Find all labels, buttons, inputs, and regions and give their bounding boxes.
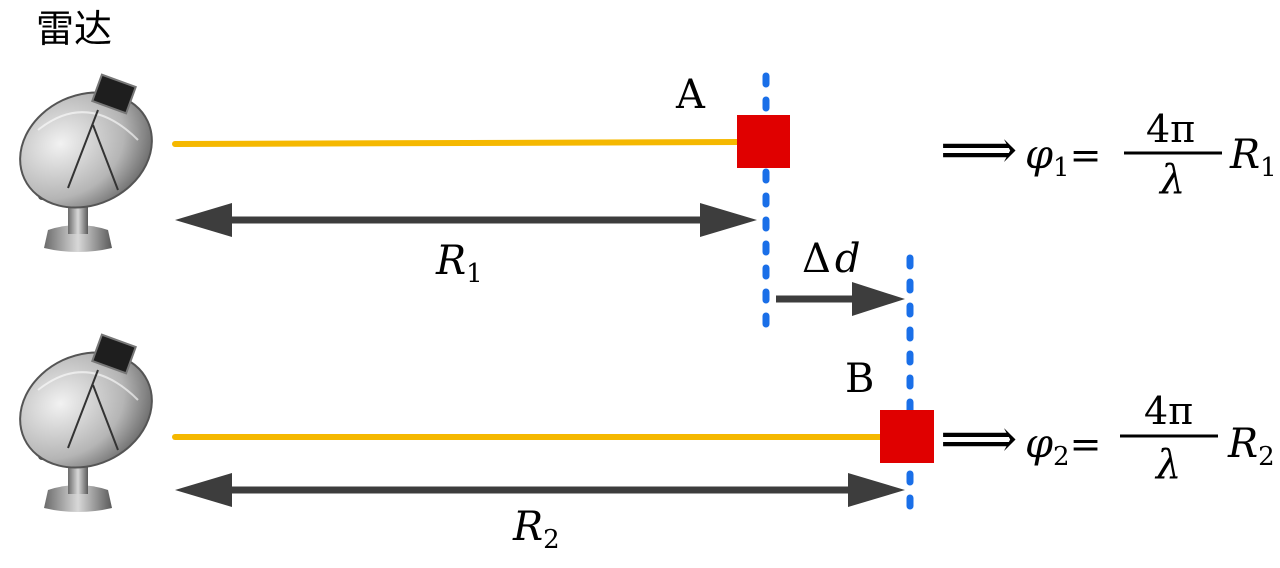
implies-arrow-2: ⟹ <box>940 407 1017 470</box>
formula-1-denominator: λ <box>1158 157 1185 203</box>
formula-1-numerator: 4π <box>1146 107 1195 151</box>
target-a-label: A <box>675 72 706 118</box>
radar-title: 雷达 <box>36 7 112 51</box>
distance-arrow-r2 <box>175 473 905 507</box>
target-b-label: B <box>845 356 874 402</box>
delta-d-arrow <box>776 282 905 316</box>
radar-dish-icon <box>8 330 158 513</box>
distance-label-r2: R2 <box>512 504 560 555</box>
distance-arrow-r1 <box>175 203 757 237</box>
phase-formula-2: ⟹ φ2= 4π λ R2 <box>940 389 1275 488</box>
formula-2-range: R2 <box>1227 421 1275 472</box>
target-b <box>880 410 934 463</box>
formula-2-denominator: λ <box>1154 442 1181 488</box>
distance-label-r1: R1 <box>435 238 483 289</box>
formula-1-range: R1 <box>1229 132 1277 183</box>
formula-2-numerator: 4π <box>1144 389 1193 433</box>
formula-1-phi: φ1= <box>1025 132 1101 183</box>
formula-2-phi: φ2= <box>1025 421 1101 472</box>
beam-line-a <box>172 139 743 147</box>
implies-arrow-1: ⟹ <box>940 118 1017 181</box>
phase-formula-1: ⟹ φ1= 4π λ R1 <box>940 107 1277 203</box>
target-a <box>737 115 790 168</box>
radar-dish-icon <box>8 70 158 253</box>
